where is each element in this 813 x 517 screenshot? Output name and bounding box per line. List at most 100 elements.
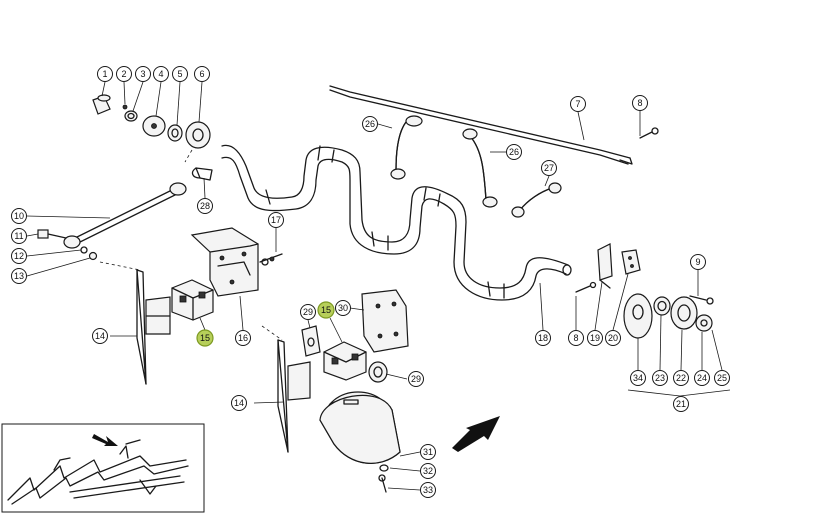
svg-text:29: 29 bbox=[411, 374, 421, 384]
inset-detail-view bbox=[1, 423, 205, 513]
callout-26-left: 26 bbox=[362, 116, 378, 132]
bushing-part bbox=[92, 94, 111, 115]
svg-text:33: 33 bbox=[423, 485, 433, 495]
drum-cover-part bbox=[319, 391, 401, 464]
svg-text:26: 26 bbox=[365, 119, 375, 129]
callout-12: 12 bbox=[11, 248, 27, 264]
callout-9: 9 bbox=[690, 254, 706, 270]
callout-19: 19 bbox=[587, 330, 603, 346]
svg-text:7: 7 bbox=[575, 99, 580, 109]
mount-plate-part bbox=[361, 289, 409, 353]
bearing-housing-part bbox=[670, 296, 698, 330]
outer-bearing-part bbox=[695, 314, 713, 332]
callout-8-bottom: 8 bbox=[568, 330, 584, 346]
callout-18: 18 bbox=[535, 330, 551, 346]
serpentine-pipe-part bbox=[221, 144, 572, 301]
svg-text:26: 26 bbox=[509, 147, 519, 157]
svg-text:27: 27 bbox=[544, 163, 554, 173]
svg-text:6: 6 bbox=[199, 69, 204, 79]
tie-rod-part bbox=[63, 182, 187, 249]
callout-10: 10 bbox=[11, 208, 27, 224]
svg-text:17: 17 bbox=[271, 215, 281, 225]
callout-11: 11 bbox=[11, 228, 27, 244]
callout-15-center: 15 bbox=[317, 301, 335, 319]
svg-text:15: 15 bbox=[200, 333, 210, 343]
guide-block-part bbox=[323, 341, 367, 381]
callout-24: 24 bbox=[694, 370, 710, 386]
inner-bearing-part bbox=[653, 296, 671, 316]
svg-text:5: 5 bbox=[177, 69, 182, 79]
flange-disc-part bbox=[142, 115, 166, 137]
direction-arrow-icon bbox=[452, 416, 500, 452]
screw-part bbox=[378, 474, 387, 493]
svg-text:25: 25 bbox=[717, 373, 727, 383]
washer-part bbox=[379, 464, 389, 472]
callout-7: 7 bbox=[570, 96, 586, 112]
callout-29-bottom: 29 bbox=[408, 371, 424, 387]
svg-text:12: 12 bbox=[14, 251, 24, 261]
svg-text:14: 14 bbox=[95, 331, 105, 341]
callout-21: 21 bbox=[673, 396, 689, 412]
callout-17: 17 bbox=[268, 212, 284, 228]
callout-25: 25 bbox=[714, 370, 730, 386]
svg-text:30: 30 bbox=[338, 303, 348, 313]
svg-text:16: 16 bbox=[238, 333, 248, 343]
svg-text:14: 14 bbox=[234, 398, 244, 408]
angle-bracket-part bbox=[621, 249, 641, 275]
svg-text:34: 34 bbox=[633, 373, 643, 383]
flanged-bearing-part bbox=[184, 121, 211, 163]
callout-4: 4 bbox=[153, 66, 169, 82]
callout-20: 20 bbox=[605, 330, 621, 346]
callout-26-right: 26 bbox=[506, 144, 522, 160]
callout-22: 22 bbox=[673, 370, 689, 386]
callout-23: 23 bbox=[652, 370, 668, 386]
svg-text:15: 15 bbox=[321, 305, 331, 315]
knife-blade-part bbox=[277, 339, 311, 453]
svg-text:24: 24 bbox=[697, 373, 707, 383]
svg-text:23: 23 bbox=[655, 373, 665, 383]
fastener-part bbox=[689, 295, 714, 305]
flex-hose-part bbox=[462, 128, 498, 208]
small-ring-part bbox=[122, 104, 128, 110]
washer-part bbox=[80, 246, 88, 254]
svg-text:18: 18 bbox=[538, 333, 548, 343]
callout-13: 13 bbox=[11, 268, 27, 284]
guide-block-part bbox=[171, 279, 214, 321]
svg-text:13: 13 bbox=[14, 271, 24, 281]
svg-text:2: 2 bbox=[121, 69, 126, 79]
small-plate-part bbox=[301, 325, 321, 357]
mounting-bracket-part bbox=[597, 243, 613, 289]
callout-16: 16 bbox=[235, 330, 251, 346]
clip-part bbox=[191, 167, 213, 181]
svg-text:19: 19 bbox=[590, 333, 600, 343]
svg-text:4: 4 bbox=[158, 69, 163, 79]
flex-hose-part bbox=[511, 182, 562, 218]
svg-text:22: 22 bbox=[676, 373, 686, 383]
callout-32: 32 bbox=[420, 463, 436, 479]
callout-34: 34 bbox=[630, 370, 646, 386]
knife-blade-part bbox=[136, 269, 171, 385]
svg-text:3: 3 bbox=[140, 69, 145, 79]
collar-part bbox=[167, 124, 183, 142]
svg-text:20: 20 bbox=[608, 333, 618, 343]
svg-text:28: 28 bbox=[200, 201, 210, 211]
callout-1: 1 bbox=[97, 66, 113, 82]
callout-3: 3 bbox=[135, 66, 151, 82]
callout-14-left: 14 bbox=[92, 328, 108, 344]
sleeve-part bbox=[368, 361, 388, 383]
callout-5: 5 bbox=[172, 66, 188, 82]
svg-text:29: 29 bbox=[303, 307, 313, 317]
callout-29-top: 29 bbox=[300, 304, 316, 320]
svg-text:31: 31 bbox=[423, 447, 433, 457]
callout-8-top: 8 bbox=[632, 95, 648, 111]
long-rod-part bbox=[329, 85, 633, 165]
svg-text:11: 11 bbox=[14, 231, 23, 241]
svg-text:9: 9 bbox=[695, 257, 700, 267]
svg-text:8: 8 bbox=[637, 98, 642, 108]
bolt-part bbox=[37, 229, 67, 239]
bearing-part bbox=[124, 110, 138, 122]
screw-part bbox=[259, 253, 283, 266]
callout-31: 31 bbox=[420, 444, 436, 460]
bracket-plate-part bbox=[190, 227, 259, 297]
